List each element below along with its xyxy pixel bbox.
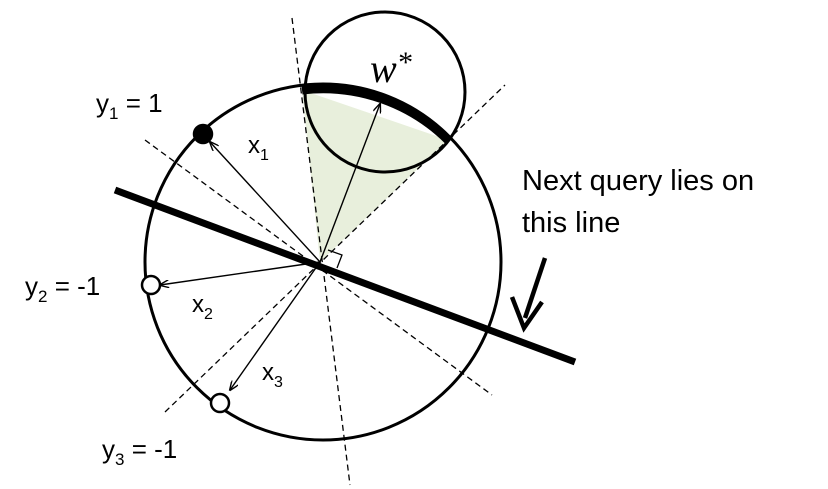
next-query-line bbox=[113, 186, 577, 366]
w-star-label: w* bbox=[370, 46, 412, 91]
y3-label: y3 = -1 bbox=[102, 434, 177, 469]
dashed-boundary-line-1 bbox=[291, 17, 351, 486]
annotation-arrow-head bbox=[509, 296, 544, 333]
point-x2-open bbox=[140, 274, 162, 296]
annotation-line-1: Next query lies on bbox=[522, 165, 754, 197]
main-circle bbox=[143, 82, 503, 442]
x1-vector bbox=[210, 142, 321, 263]
right-angle-marker bbox=[327, 249, 343, 269]
feasible-arc bbox=[301, 84, 452, 144]
x2-label: x2 bbox=[192, 291, 213, 323]
point-x1-filled bbox=[192, 123, 214, 145]
x3-label: x3 bbox=[262, 359, 283, 391]
y1-label: y1 = 1 bbox=[96, 88, 163, 123]
version-space-wedge bbox=[302, 90, 448, 262]
y2-label: y2 = -1 bbox=[25, 271, 100, 306]
x3-vector bbox=[230, 261, 321, 390]
x1-label: x1 bbox=[248, 132, 269, 164]
w-star-vector bbox=[319, 104, 380, 263]
annotation-arrow-shaft bbox=[522, 257, 548, 319]
annotation-line-2: this line bbox=[522, 207, 620, 239]
x2-vector bbox=[160, 261, 321, 285]
point-x3-open bbox=[209, 392, 231, 414]
